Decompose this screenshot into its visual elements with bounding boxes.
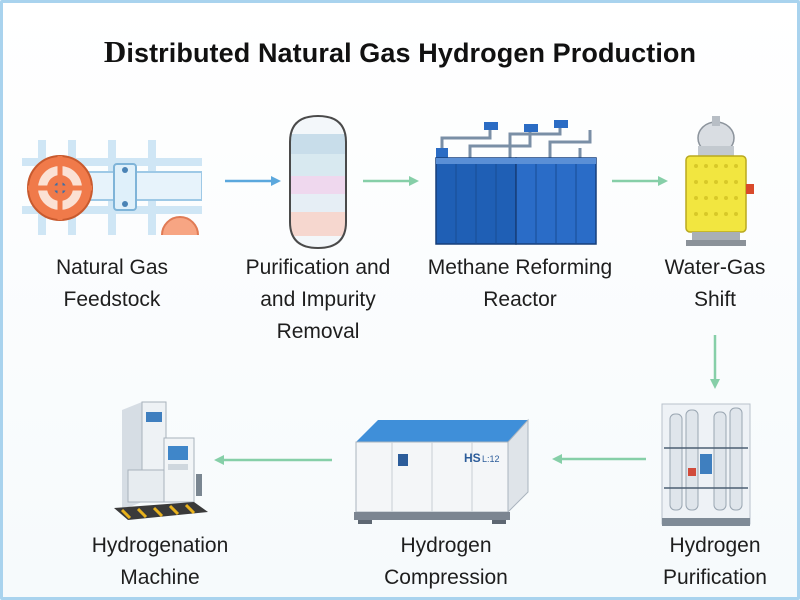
psa-unit-icon	[660, 398, 752, 530]
flow-arrow-3	[612, 174, 670, 188]
flow-arrow-6	[212, 453, 332, 467]
page-title: Distributed Natural Gas Hydrogen Product…	[103, 34, 697, 69]
flow-arrow-5	[550, 452, 646, 466]
shift-converter-icon	[676, 112, 756, 248]
step-label-reforming: Methane Reforming Reactor	[427, 256, 613, 311]
pipe-valve-icon	[22, 140, 202, 235]
flow-arrow-2	[363, 174, 421, 188]
step-label-hydrogenation: Hydrogenation Machine	[91, 534, 229, 589]
step-label-compression: Hydrogen Compression	[384, 534, 508, 589]
hydrogen-dispenser-icon	[108, 398, 212, 528]
step-label-shift: Water-Gas Shift	[664, 256, 766, 311]
compressor-container-icon: HS L:12	[352, 408, 530, 526]
reformer-reactor-icon	[430, 118, 602, 248]
step-label-purification: Purification and and Impurity Removal	[245, 256, 391, 343]
flow-arrow-1	[225, 174, 283, 188]
container-tag: L:12	[482, 454, 500, 464]
step-label-h2purification: Hydrogen Purification	[663, 534, 767, 589]
container-logo: HS	[464, 451, 481, 465]
purification-column-icon	[286, 112, 350, 252]
step-label-feedstock: Natural Gas Feedstock	[55, 256, 169, 311]
flow-arrow-4	[708, 335, 722, 391]
